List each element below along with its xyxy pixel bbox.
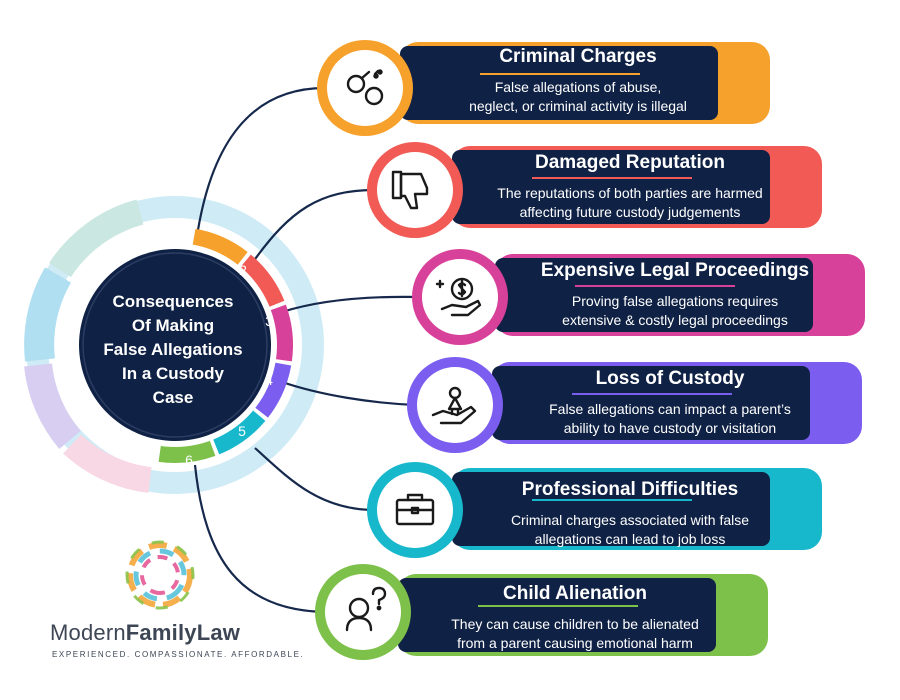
decorative-color-ring [24, 196, 324, 494]
card-description: False allegations of abuse, neglect, or … [469, 79, 687, 114]
card-description: Proving false allegations requires exten… [562, 293, 788, 328]
brand-name: ModernFamilyLaw [50, 620, 241, 645]
segment-number-1: 1 [186, 233, 194, 249]
card-shape-6 [315, 564, 768, 660]
card-description: The reputations of both parties are harm… [497, 185, 763, 220]
connector-2 [252, 188, 376, 263]
segment-4 [250, 361, 292, 418]
card-description: Criminal charges associated with false a… [510, 512, 750, 547]
connector-3 [281, 295, 421, 314]
card-title: Criminal Charges [499, 46, 657, 67]
card-description: False allegations can impact a parent’s … [549, 401, 791, 436]
handcuffs-icon [346, 69, 384, 106]
segment-number-3: 3 [265, 313, 273, 329]
hub-title-line-1: Consequences [112, 292, 234, 311]
card-title: Damaged Reputation [534, 152, 726, 173]
card-shape-1 [317, 40, 770, 136]
segment-number-2: 2 [239, 262, 247, 278]
brand-logo-swirl [125, 540, 195, 610]
hub-title-line-5: Case [152, 388, 194, 407]
brand-tagline: EXPERIENCED. COMPASSIONATE. AFFORDABLE. [52, 650, 305, 659]
connector-6 [193, 464, 326, 614]
card-title: Child Alienation [503, 583, 647, 604]
hub-title-line-2: Of Making [131, 316, 215, 335]
segment-number-4: 4 [265, 372, 273, 388]
hub-title-line-4: In a Custody [121, 364, 224, 383]
card-title: Expensive Legal Proceedings [540, 260, 810, 281]
card-shape-2 [367, 142, 822, 238]
segment-number-6: 6 [185, 452, 193, 468]
segment-1 [191, 228, 248, 270]
card-title: Loss of Custody [595, 368, 745, 389]
card-shape-4 [407, 357, 862, 453]
money-hand-icon [435, 277, 482, 317]
hub-title-line-3: False Allegations [103, 340, 243, 359]
child-in-hand-icon [431, 386, 477, 425]
card-shape-5 [367, 462, 822, 558]
connector-1 [196, 86, 326, 231]
consequence-cards [315, 40, 865, 660]
card-description: They can cause children to be alienated … [451, 616, 699, 651]
segment-5 [210, 406, 266, 455]
connector-4 [281, 380, 416, 407]
briefcase-icon [395, 493, 435, 526]
hub-circle [79, 249, 271, 441]
card-title: Professional Difficulties [521, 479, 739, 500]
segment-2 [236, 254, 285, 310]
confused-child-icon [345, 586, 387, 632]
connector-5 [254, 447, 376, 512]
card-shape-3 [412, 249, 865, 345]
hub-title: Consequences Of Making False Allegations… [84, 290, 262, 410]
connector-lines [193, 86, 421, 614]
segment-number-5: 5 [238, 423, 246, 439]
thumbs-down-icon [391, 170, 429, 210]
